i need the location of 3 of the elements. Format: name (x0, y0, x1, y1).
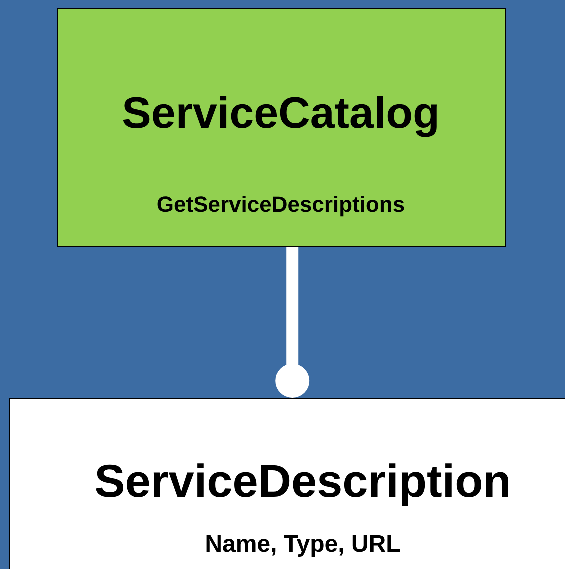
ball-connector (276, 247, 310, 398)
catalog-box: ServiceCatalog GetServiceDescriptions (57, 8, 506, 248)
description-box: ServiceDescription Name, Type, URL (9, 398, 565, 569)
